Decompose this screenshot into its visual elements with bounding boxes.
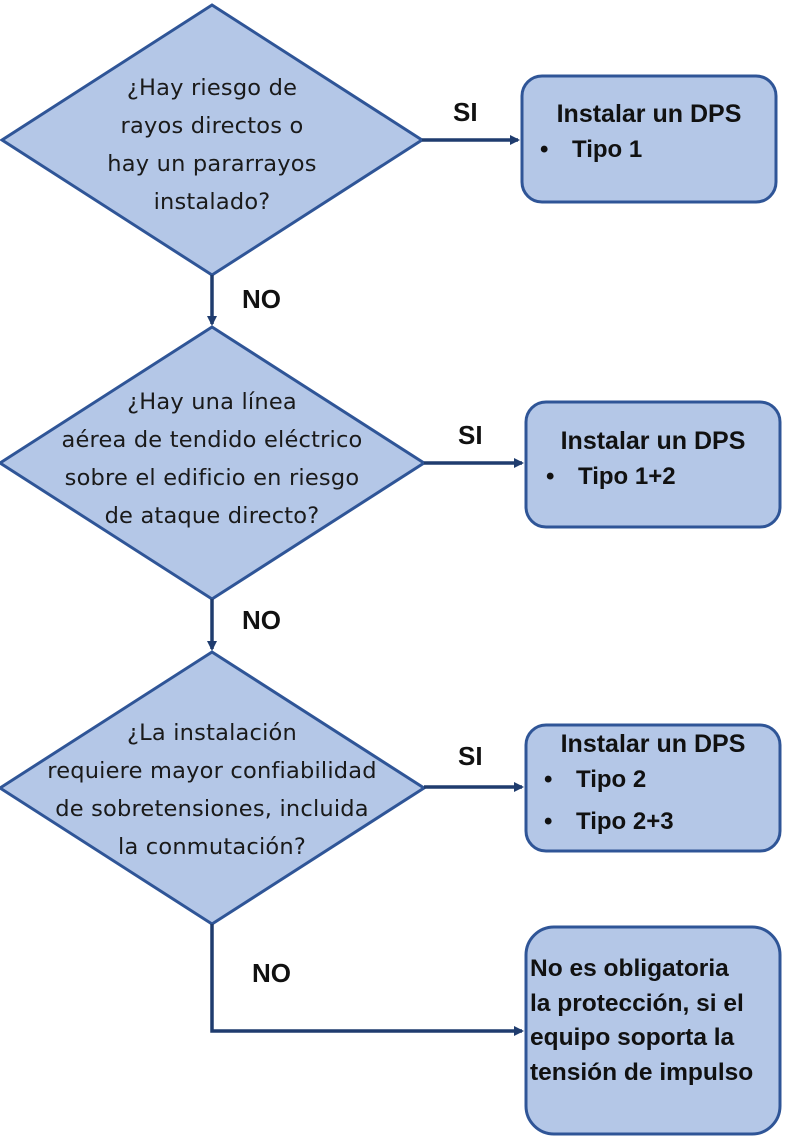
outcome-3-item-1: Tipo 2 <box>530 759 780 801</box>
no-arrow-3 <box>210 924 524 1036</box>
outcome-2-content: Instalar un DPS Tipo 1+2 <box>526 427 780 498</box>
no-label-3: NO <box>252 958 291 988</box>
outcome-3-content: Instalar un DPS Tipo 2 Tipo 2+3 <box>526 730 780 843</box>
final-outcome-box <box>524 925 782 1136</box>
final-outcome-text: No es obligatoria la protección, si el e… <box>530 955 754 1086</box>
decision-2-text: ¿Hay una línea aérea de tendido eléctric… <box>61 389 363 529</box>
outcome-3-item-2: Tipo 2+3 <box>530 801 780 843</box>
yes-label-2: SI <box>458 420 483 450</box>
outcome-2-list: Tipo 1+2 <box>532 456 780 498</box>
outcome-2-item: Tipo 1+2 <box>532 456 780 498</box>
yes-label-3: SI <box>458 741 483 771</box>
outcome-3-list: Tipo 2 Tipo 2+3 <box>530 759 780 843</box>
decision-1-text: ¿Hay riesgo de rayos directos o hay un p… <box>107 75 317 215</box>
no-label-1: NO <box>242 284 281 314</box>
outcome-3-title: Instalar un DPS <box>560 730 746 758</box>
decision-3-text: ¿La instalación requiere mayor confiabil… <box>47 720 377 860</box>
yes-label-1: SI <box>453 97 478 127</box>
outcome-1-title: Instalar un DPS <box>556 100 742 128</box>
outcome-1-list: Tipo 1 <box>526 129 776 171</box>
no-label-2: NO <box>242 605 281 635</box>
outcome-2-title: Instalar un DPS <box>560 427 746 455</box>
outcome-1-content: Instalar un DPS Tipo 1 <box>522 100 776 171</box>
outcome-1-item: Tipo 1 <box>526 129 776 171</box>
